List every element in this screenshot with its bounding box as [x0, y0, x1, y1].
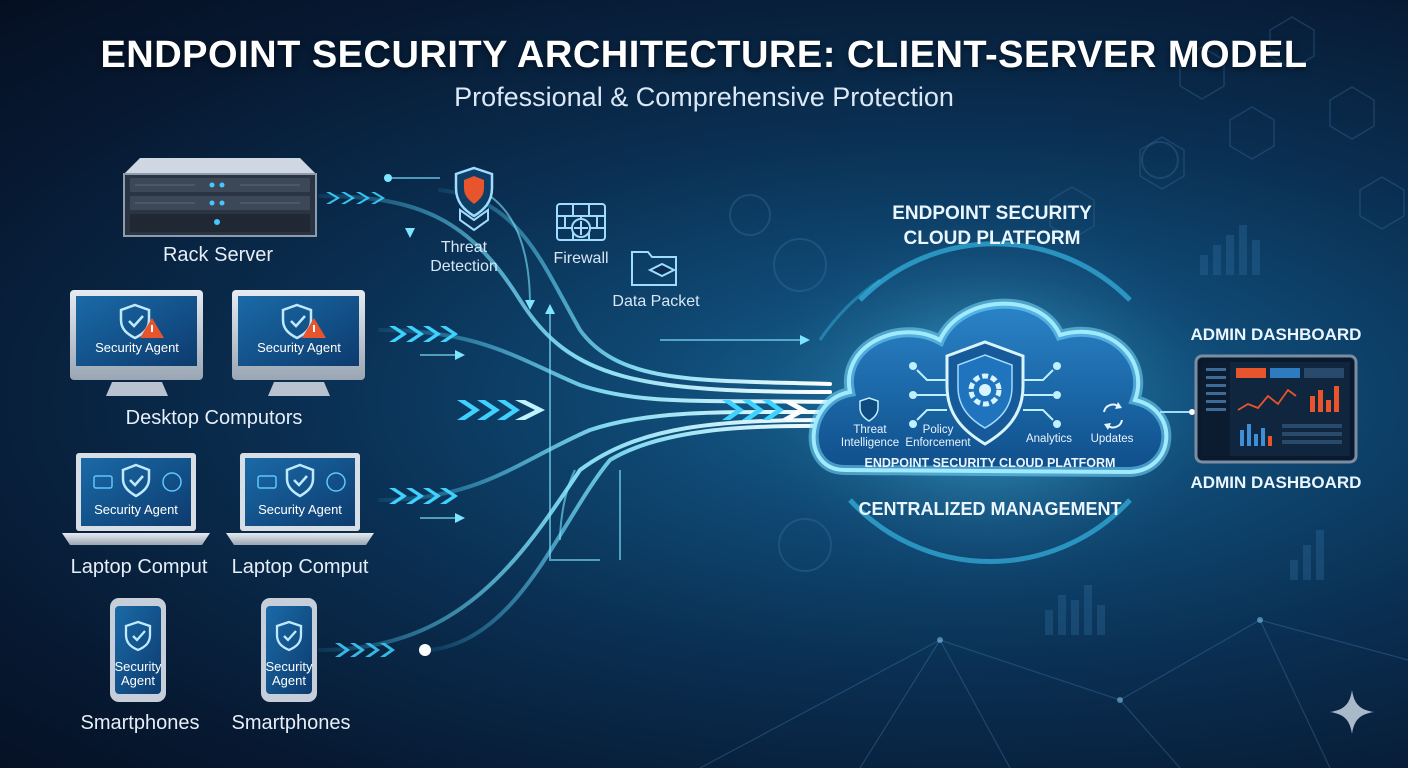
desktop-computers-label: Desktop Computors [125, 407, 303, 429]
smartphones-1-label: Smartphones [80, 712, 200, 734]
admin-dashboard-icon [1194, 354, 1358, 464]
data-packet-icon [631, 251, 677, 286]
smartphones-2-label: Smartphones [231, 712, 351, 734]
firewall-label: Firewall [553, 250, 609, 267]
desktop-1-agent-label: Security Agent [95, 340, 179, 355]
admin-dashboard-bottom-label: ADMIN DASHBOARD [1190, 473, 1362, 492]
smartphone-2-icon [261, 598, 317, 702]
updates-label: Updates [1090, 433, 1134, 445]
chevrons-cloud-entry [722, 400, 808, 420]
page-title: ENDPOINT SECURITY ARCHITECTURE: CLIENT-S… [100, 34, 1308, 76]
chevrons-center [457, 400, 545, 420]
rack-server-label: Rack Server [162, 244, 274, 266]
laptop-computer-2-icon [226, 453, 374, 545]
centralized-management-label: CENTRALIZED MANAGEMENT [858, 499, 1122, 519]
firewall-icon [556, 203, 606, 241]
analytics-label: Analytics [1025, 433, 1073, 445]
desktop-computer-2-icon [232, 290, 365, 396]
data-packet-label: Data Packet [612, 293, 700, 310]
desktop-2-agent-label: Security Agent [257, 340, 341, 355]
chevrons-desktop [389, 326, 458, 342]
laptop-2-agent-label: Security Agent [258, 502, 342, 517]
laptop-1-label: Laptop Comput [70, 556, 208, 578]
rack-server-icon [123, 158, 317, 237]
smartphone-1-icon [110, 598, 166, 702]
chevrons-phone [335, 643, 395, 657]
laptop-1-agent-label: Security Agent [94, 502, 178, 517]
laptop-computer-1-icon [62, 453, 210, 545]
admin-dashboard-top-label: ADMIN DASHBOARD [1190, 325, 1362, 344]
sparkle-icon [1330, 690, 1374, 734]
desktop-computer-1-icon [70, 290, 203, 396]
threat-detection-icon [454, 166, 494, 232]
laptop-2-label: Laptop Comput [231, 556, 369, 578]
cloud-platform-inner-label: ENDPOINT SECURITY CLOUD PLATFORM [864, 456, 1116, 470]
page-subtitle: Professional & Comprehensive Protection [454, 82, 954, 112]
chevrons-laptop [389, 488, 458, 504]
chevrons-rack [326, 192, 385, 204]
cloud-platform-icon [808, 298, 1172, 478]
